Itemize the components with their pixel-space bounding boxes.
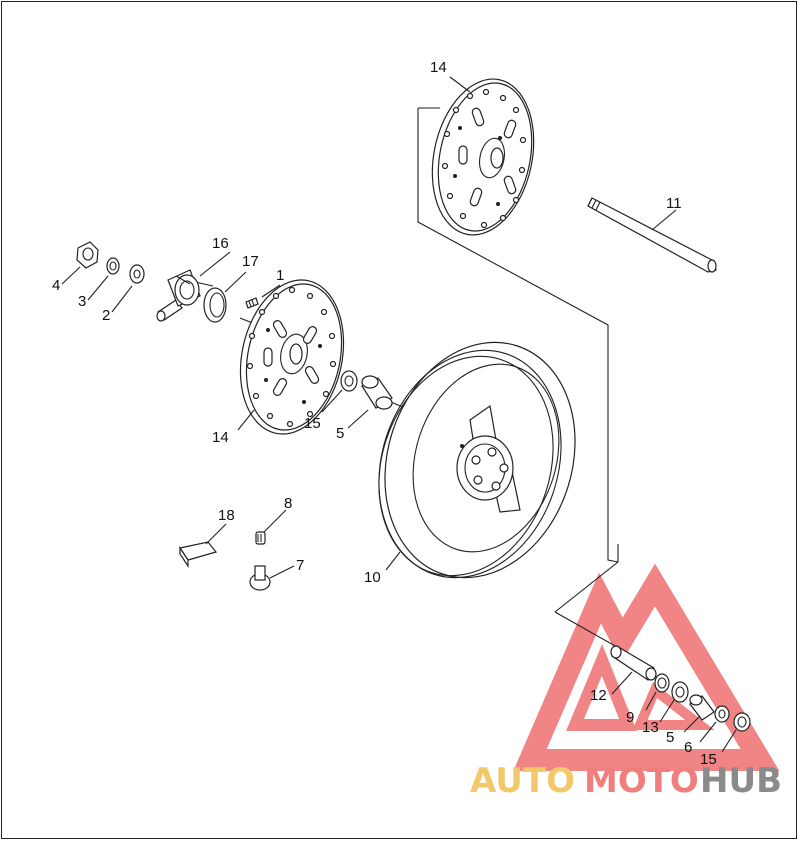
flat-washer [111,264,145,313]
callout-17: 17 [242,253,259,270]
callout-11: 11 [666,195,682,212]
callout-8: 8 [284,495,292,512]
callout-7: 7 [296,557,304,574]
disc-screw [245,284,281,309]
callout-1: 1 [276,267,284,284]
callout-5-right: 5 [666,729,674,746]
callout-9: 9 [626,709,634,726]
bearing-right [659,681,689,723]
watermark-moto: MOTO [584,761,699,801]
bearing-spacer-left [347,375,393,429]
callout-5-left: 5 [336,425,344,442]
callout-15-left: 15 [304,415,321,432]
cast-wheel [378,341,576,579]
lock-washer [87,257,120,301]
callout-14-upper: 14 [430,59,447,76]
oil-seal [203,271,247,323]
balance-weight [179,523,227,568]
valve-stem [249,565,295,591]
callout-labels: 14 11 16 17 1 4 3 2 14 15 5 18 8 7 10 12… [52,59,717,768]
watermark-hub: HUB [700,761,782,801]
axle-spacer-right [610,645,657,695]
wheel-bearing-left [321,370,358,413]
callout-4: 4 [52,277,60,294]
bearing-spacer-right [683,694,715,733]
axle [587,197,717,273]
callout-14-lower: 14 [212,429,229,446]
bearing-right-outer [721,712,751,753]
callout-12: 12 [590,687,607,704]
spacer-ring-right [699,705,730,743]
callout-2: 2 [102,307,110,324]
callout-10: 10 [364,569,381,586]
watermark-auto: AUTO [470,761,575,801]
valve-cap [255,509,287,545]
callout-15-right: 15 [700,751,717,768]
speedometer-drive [156,251,231,322]
watermark-wordmark: AUTO MOTO HUB [470,761,782,801]
callout-13: 13 [642,719,659,736]
callout-3: 3 [78,293,86,310]
seal-right [645,673,670,711]
callout-6: 6 [684,739,692,756]
brake-disc-lower [237,279,345,435]
callout-18: 18 [218,507,235,524]
brake-disc-upper [431,76,535,236]
axle-nut [61,241,99,285]
callout-16: 16 [212,235,229,252]
